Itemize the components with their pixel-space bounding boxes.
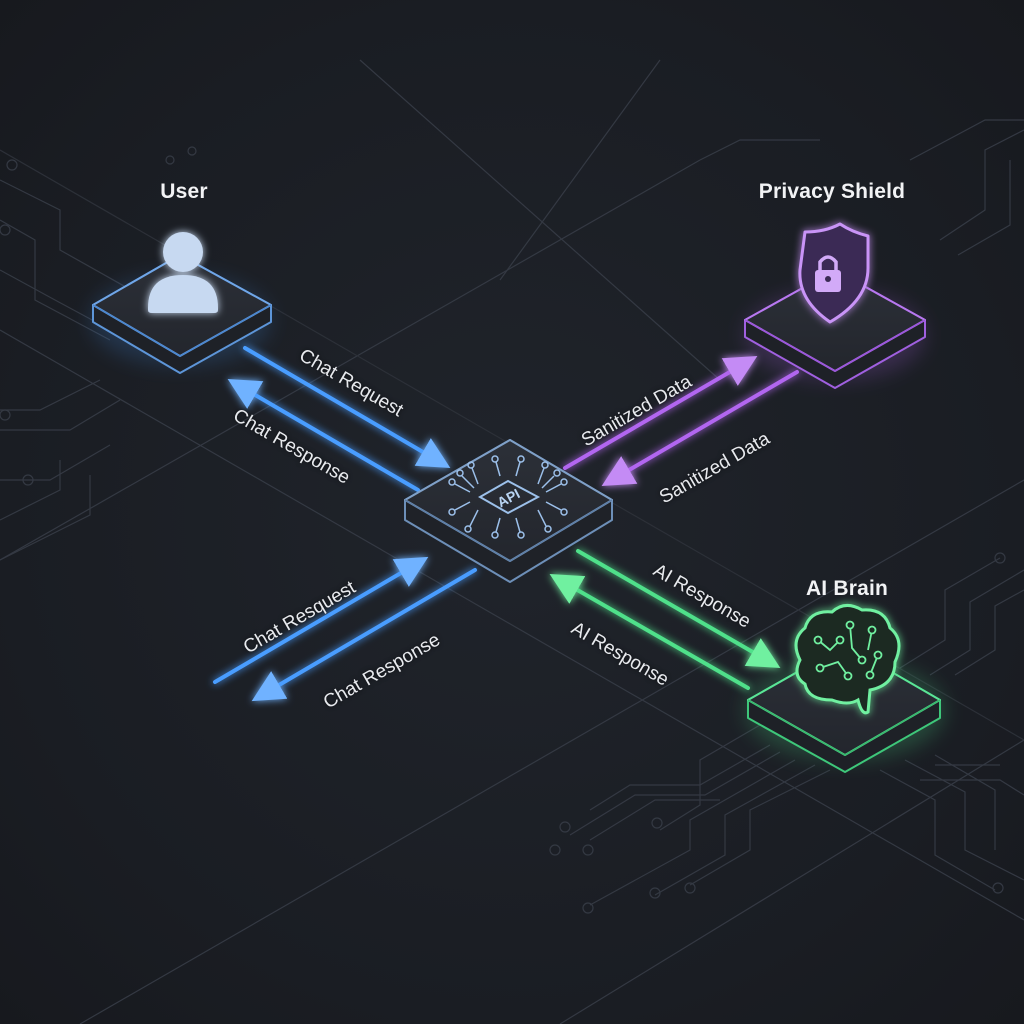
edge-chat-request xyxy=(243,346,451,469)
node-label-privacy-shield: Privacy Shield xyxy=(758,180,906,203)
node-ai-brain[interactable] xyxy=(747,604,941,773)
edge-chat-response xyxy=(227,378,420,492)
edge-ai-response-in xyxy=(549,574,750,690)
edge-chat-request-lower xyxy=(213,556,429,684)
brain-icon xyxy=(794,604,901,715)
edge-chat-response-lower xyxy=(251,568,477,702)
edge-sanitized-data-out xyxy=(563,355,758,470)
shield-lock-icon xyxy=(798,222,870,324)
edge-sanitized-data-in xyxy=(601,370,799,487)
node-api[interactable]: API xyxy=(404,439,613,583)
background-circuits xyxy=(0,59,1024,1024)
node-label-ai-brain: AI Brain xyxy=(805,577,889,600)
node-user[interactable] xyxy=(92,232,272,374)
node-label-user: User xyxy=(160,180,208,203)
node-privacy-shield[interactable] xyxy=(744,222,926,389)
edge-ai-response-out xyxy=(576,549,781,669)
user-icon xyxy=(148,232,218,313)
